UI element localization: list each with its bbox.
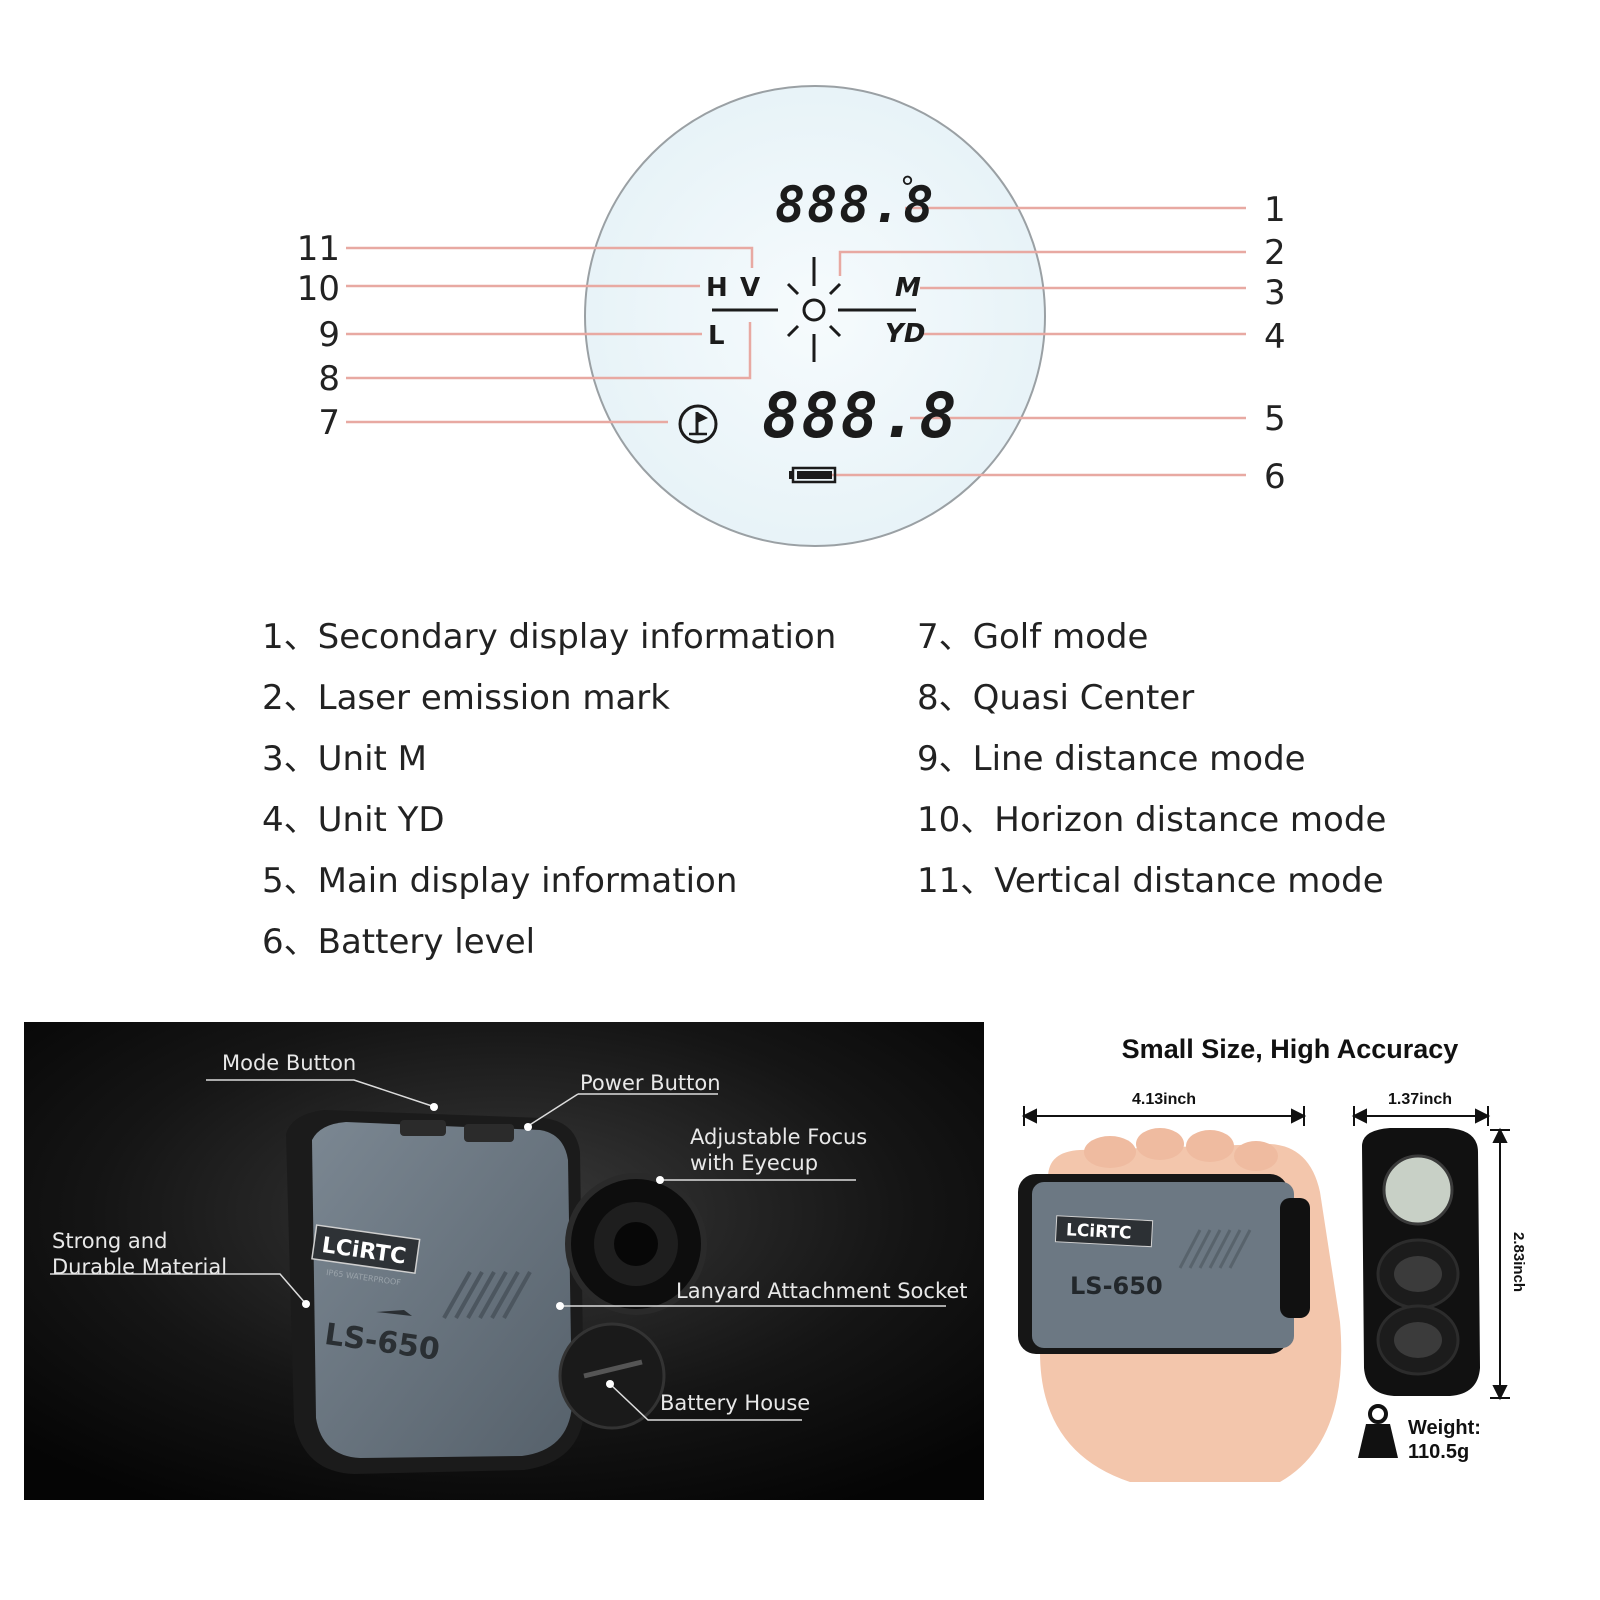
num-8: 8	[318, 359, 340, 399]
crosshair-icon	[712, 257, 916, 362]
label-lanyard: Lanyard Attachment Socket	[676, 1279, 968, 1303]
num-4: 4	[1264, 317, 1286, 357]
weight-icon	[1358, 1404, 1398, 1458]
weight-value: 110.5g	[1408, 1441, 1469, 1463]
degree-symbol: °	[900, 171, 915, 206]
lcd-circle	[584, 85, 1046, 547]
v-label: V	[740, 273, 760, 303]
legend-item-9: 9、Line distance mode	[917, 739, 1306, 779]
device-leaders	[50, 1079, 946, 1421]
unit-yd: YD	[885, 319, 925, 349]
legend-item-4: 4、Unit YD	[262, 800, 445, 840]
callout-numbers: 1 2 3 4 5 6 7 8 9 10 11	[297, 190, 1286, 497]
num-11: 11	[297, 229, 340, 269]
lcd-diagram: 1 2 3 4 5 6 7 8 9 10 11 888.8 ° 888.8 H …	[297, 85, 1286, 547]
num-10: 10	[297, 269, 340, 309]
front-view-device	[1362, 1128, 1480, 1396]
height-label: 2.83inch	[1510, 1232, 1527, 1292]
device-panel: LCiRTC IP65 WATERPROOF LS-650	[24, 1022, 984, 1500]
width-dimension	[1351, 1106, 1491, 1126]
legend-item-7: 7、Golf mode	[917, 617, 1149, 657]
legend-item-10: 10、Horizon distance mode	[917, 800, 1387, 840]
height-dimension	[1490, 1127, 1510, 1401]
num-5: 5	[1264, 399, 1286, 439]
golf-flag-icon	[678, 404, 718, 444]
size-panel: Small Size, High Accuracy 4.13inch 1.37i…	[1018, 1034, 1527, 1482]
num-2: 2	[1264, 233, 1286, 273]
legend-item-3: 3、Unit M	[262, 739, 427, 779]
label-battery: Battery House	[660, 1391, 810, 1415]
label-material-1: Strong and	[52, 1229, 167, 1253]
num-7: 7	[318, 403, 340, 443]
legend-item-2: 2、Laser emission mark	[262, 678, 670, 718]
num-9: 9	[318, 315, 340, 355]
h-label: H	[706, 273, 728, 303]
weight-label: Weight:	[1408, 1417, 1481, 1439]
legend-item-1: 1、Secondary display information	[262, 617, 837, 657]
label-focus-2: with Eyecup	[690, 1151, 818, 1175]
callout-lines	[346, 206, 1246, 477]
num-6: 6	[1264, 457, 1286, 497]
leader-8	[346, 322, 752, 380]
num-3: 3	[1264, 273, 1286, 313]
label-power-button: Power Button	[580, 1071, 721, 1095]
device-labels: Mode Button Power Button Adjustable Focu…	[52, 1051, 968, 1415]
l-label: L	[708, 321, 725, 351]
length-dimension	[1021, 1106, 1307, 1126]
width-label: 1.37inch	[1388, 1091, 1452, 1108]
main-reading: 888.8	[762, 379, 959, 452]
legend-item-8: 8、Quasi Center	[917, 678, 1195, 718]
legend-left: 1、Secondary display information 2、Laser …	[262, 607, 836, 973]
label-material-2: Durable Material	[52, 1255, 227, 1279]
legend-item-11: 11、Vertical distance mode	[917, 861, 1384, 901]
legend-item-5: 5、Main display information	[262, 861, 738, 901]
rangefinder-device: LCiRTC IP65 WATERPROOF LS-650	[286, 1110, 707, 1474]
hand-device-brand: LCiRTC	[1066, 1220, 1133, 1243]
hand-device-model: LS-650	[1070, 1272, 1163, 1300]
battery-icon	[789, 466, 837, 484]
num-1: 1	[1264, 190, 1286, 230]
label-focus-1: Adjustable Focus	[690, 1125, 867, 1149]
secondary-reading: 888.8	[775, 176, 936, 234]
unit-m: M	[895, 273, 921, 303]
leader-11	[346, 246, 754, 268]
leader-2	[838, 250, 1246, 276]
size-title: Small Size, High Accuracy	[1122, 1034, 1459, 1064]
legend-item-6: 6、Battery level	[262, 922, 536, 962]
length-label: 4.13inch	[1132, 1091, 1196, 1108]
label-mode-button: Mode Button	[222, 1051, 356, 1075]
hand-with-device: LCiRTC LS-650	[1018, 1128, 1342, 1482]
legend-right: 7、Golf mode 8、Quasi Center 9、Line distan…	[917, 607, 1386, 912]
